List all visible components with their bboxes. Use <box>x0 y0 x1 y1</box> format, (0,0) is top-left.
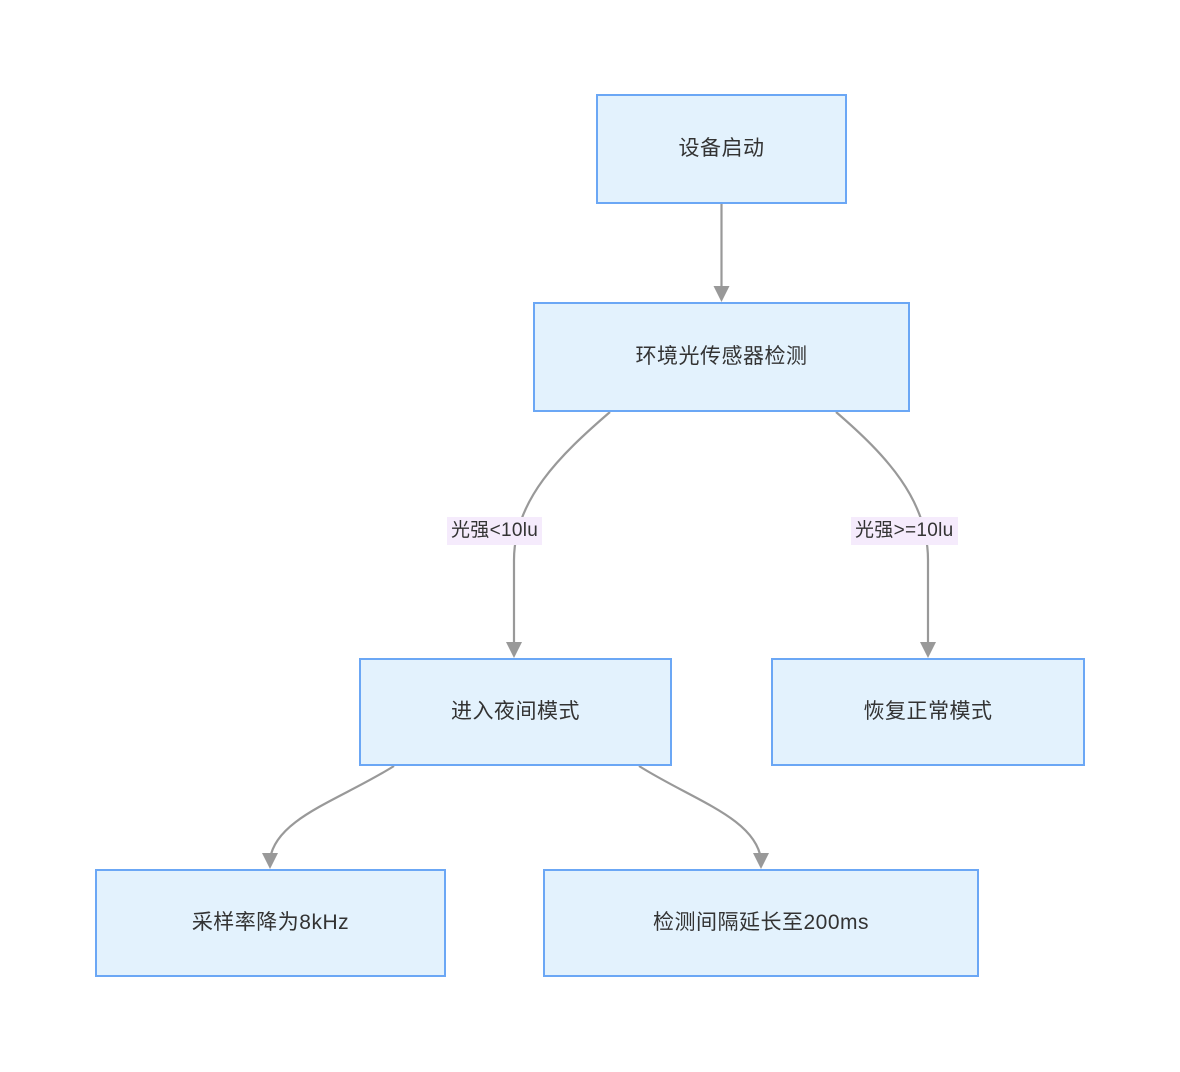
node-reduce-sample-rate[interactable]: 采样率降为8kHz <box>95 869 446 977</box>
edge-night-to-interval <box>638 765 769 869</box>
node-extend-detection-interval-label: 检测间隔延长至200ms <box>652 911 870 935</box>
node-enter-night-mode-label: 进入夜间模式 <box>451 700 580 724</box>
node-reduce-sample-rate-label: 采样率降为8kHz <box>191 911 350 935</box>
node-ambient-light-sensor-detect-label: 环境光传感器检测 <box>635 345 808 369</box>
node-enter-night-mode[interactable]: 进入夜间模式 <box>359 658 672 766</box>
node-restore-normal-mode[interactable]: 恢复正常模式 <box>771 658 1085 766</box>
edge-start-to-sense <box>713 204 730 302</box>
node-ambient-light-sensor-detect[interactable]: 环境光传感器检测 <box>533 302 910 412</box>
edge-night-to-samplerate <box>262 765 395 869</box>
node-start-label: 设备启动 <box>678 137 765 161</box>
edge-label-light-below-threshold: 光强<10lu <box>447 517 543 545</box>
node-extend-detection-interval[interactable]: 检测间隔延长至200ms <box>543 869 979 977</box>
node-start[interactable]: 设备启动 <box>596 94 847 204</box>
edge-label-light-above-threshold: 光强>=10lu <box>851 517 958 545</box>
node-restore-normal-mode-label: 恢复正常模式 <box>863 700 993 724</box>
